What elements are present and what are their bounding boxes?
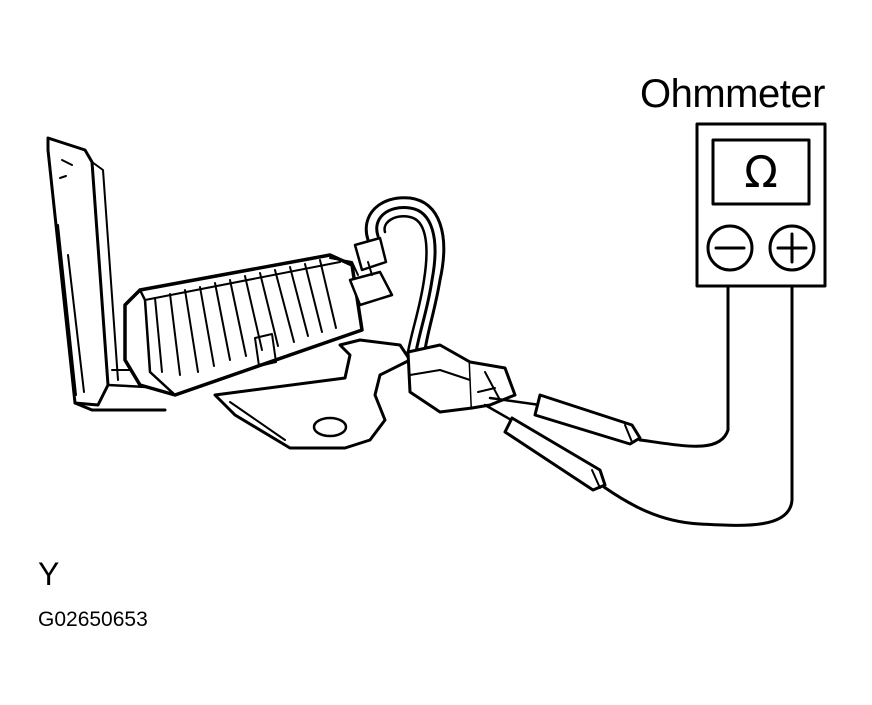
regulator-connector [348,236,394,307]
view-letter: Y [38,556,60,592]
meter-display-symbol: Ω [744,147,778,198]
base-plate [213,338,412,450]
minus-circle-icon [706,224,754,272]
test-probe-positive [483,403,607,492]
lead-wire-positive [602,270,794,527]
test-probe-negative [488,393,642,446]
lead-wire-negative [638,270,730,448]
plus-circle-icon [768,224,816,272]
harness-connector [406,343,517,414]
wire-harness [364,196,446,354]
figure-code: G02650653 [38,608,148,631]
meter-label: Ohmmeter [640,72,825,116]
regulator-heat-sink [123,253,364,397]
